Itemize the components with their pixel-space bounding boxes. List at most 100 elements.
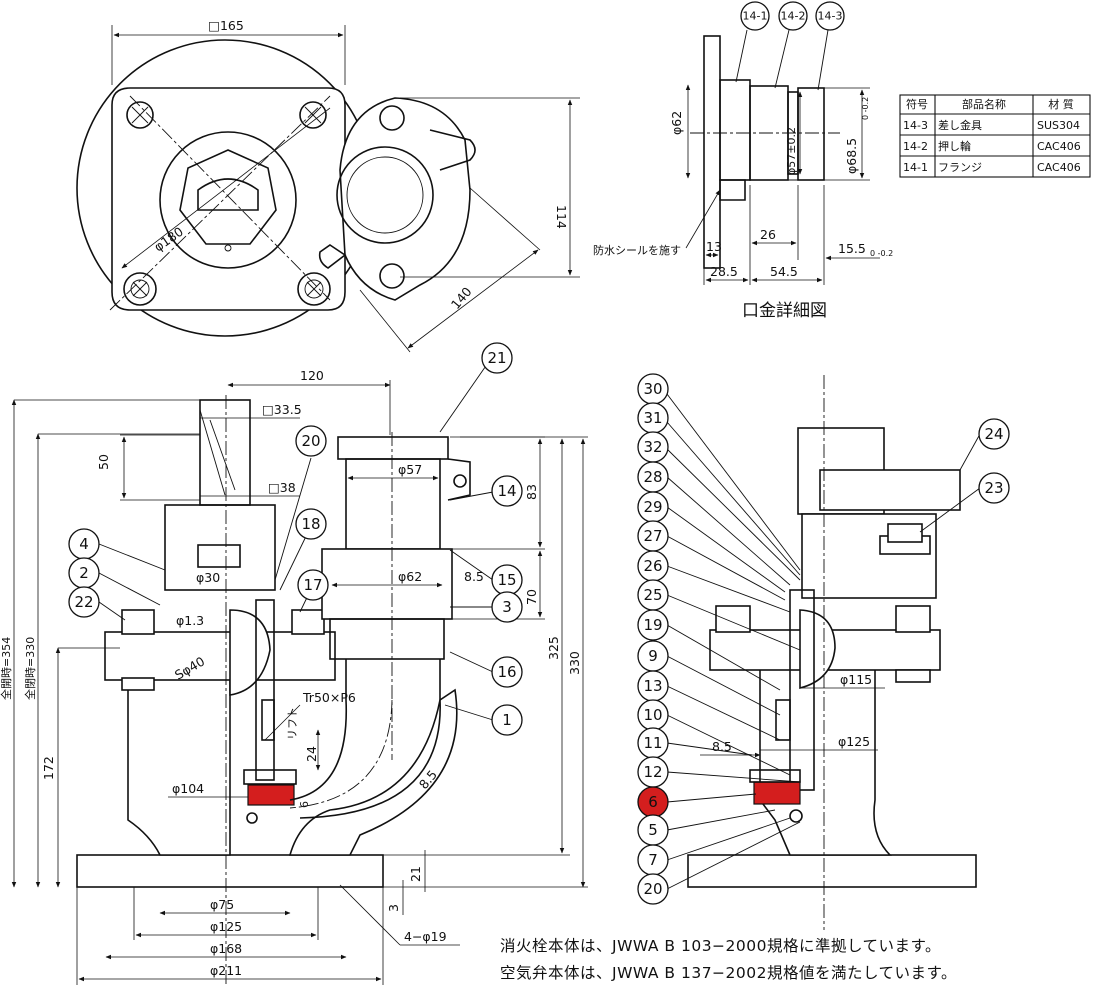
table-header: 部品名称 [962, 97, 1006, 111]
balloon-14-1: 14-1 [740, 1, 770, 31]
svg-text:28: 28 [643, 468, 662, 486]
top-plan-view: □165 φ180 114 140 [76, 18, 580, 353]
balloon-14-2: 14-2 [778, 1, 808, 31]
body-circle [159, 131, 297, 269]
balloon-21: 21 [481, 342, 513, 374]
dim-24: 24 [304, 746, 319, 762]
dim-50: 50 [96, 454, 111, 470]
dim-114: 114 [554, 205, 569, 229]
svg-text:19: 19 [643, 616, 662, 634]
dim-full-close: 全閉時=330 [23, 637, 37, 700]
balloon-31: 31 [637, 402, 669, 434]
holes-label: 4−φ19 [404, 929, 447, 944]
mouthpiece-detail-view: 14-1 14-2 14-3 φ62 φ57±0.2 φ68.5 0 -0.2 … [593, 1, 893, 321]
dim-172: 172 [41, 756, 56, 780]
svg-text:11: 11 [643, 734, 662, 752]
dim-83: 83 [524, 484, 539, 500]
section-view: 全開時=354 全閉時=330 172 120 □33.5 50 □38 φ30… [0, 342, 588, 985]
dim-13: 13 [706, 239, 722, 254]
seat-highlight [753, 781, 801, 805]
dim-325: 325 [546, 636, 561, 660]
dim-140: 140 [448, 284, 475, 312]
dim-54-5: 54.5 [770, 264, 798, 279]
balloon-22: 22 [68, 586, 100, 618]
dim-dia-211: φ211 [210, 963, 242, 978]
table-header: 符号 [906, 98, 928, 111]
svg-text:7: 7 [648, 851, 658, 869]
svg-text:21: 21 [487, 349, 506, 367]
balloon-19: 19 [637, 609, 669, 641]
balloon-24: 24 [978, 418, 1010, 450]
dim-26: 26 [760, 227, 776, 242]
balloon-30: 30 [637, 373, 669, 405]
balloon-2: 2 [68, 557, 100, 589]
svg-text:24: 24 [984, 425, 1003, 443]
svg-text:14: 14 [497, 482, 516, 500]
dim-38: □38 [268, 480, 296, 495]
float-ball [799, 609, 836, 690]
lift-label: リフト [286, 707, 299, 740]
balloon-3: 3 [491, 591, 523, 623]
svg-text:26: 26 [643, 557, 662, 575]
balloon-10: 10 [637, 699, 669, 731]
svg-text:0 -0.2: 0 -0.2 [861, 97, 870, 120]
balloon-5: 5 [637, 814, 669, 846]
dim-33-5: □33.5 [262, 402, 302, 417]
dim-70: 70 [524, 589, 539, 605]
balloon-13: 13 [637, 670, 669, 702]
base-flange [687, 854, 977, 888]
balloon-16: 16 [491, 656, 523, 688]
seal-note: 防水シールを施す [593, 243, 681, 257]
svg-text:15: 15 [497, 571, 516, 589]
nut-icon [291, 609, 325, 635]
dim-3: 3 [386, 904, 401, 912]
nut-icon [715, 605, 751, 633]
svg-text:17: 17 [303, 576, 322, 594]
nut-icon [121, 609, 155, 635]
dim-dia-68: φ68.5 [844, 138, 859, 174]
balloon-1: 1 [491, 704, 523, 736]
balloon-15: 15 [491, 564, 523, 596]
dim-full-open: 全開時=354 [0, 637, 13, 700]
svg-text:0 -0.2: 0 -0.2 [870, 249, 893, 258]
base-flange [76, 854, 384, 888]
dim-dia-57: φ57±0.2 [785, 127, 798, 175]
detail-flange [703, 35, 721, 269]
balloon-26: 26 [637, 550, 669, 582]
dim-square-165: □165 [208, 18, 244, 33]
svg-text:4: 4 [79, 535, 89, 553]
note-hydrant-standard: 消火栓本体は、JWWA B 103−2000規格に準拠しています。 [500, 937, 941, 955]
square-flange [111, 87, 346, 311]
nut-icon [895, 605, 931, 633]
table-cell: 14-2 [903, 140, 928, 153]
balloon-9: 9 [637, 640, 669, 672]
parts-table: 符号 部品名称 材 質 14-3 差し金具 SUS304 14-2 押し輪 CA… [899, 94, 1091, 178]
svg-text:25: 25 [643, 586, 662, 604]
dim-330: 330 [567, 651, 582, 675]
note-air-valve-standard: 空気弁本体は、JWWA B 137−2002規格値を満たしています。 [500, 964, 957, 982]
balloon-20: 20 [637, 873, 669, 905]
balloon-17: 17 [297, 569, 329, 601]
svg-text:23: 23 [984, 479, 1003, 497]
svg-text:13: 13 [643, 677, 662, 695]
balloon-23: 23 [978, 472, 1010, 504]
svg-text:14-1: 14-1 [743, 10, 768, 23]
table-cell: CAC406 [1037, 140, 1081, 153]
svg-text:32: 32 [643, 438, 662, 456]
dim-dia-104: φ104 [172, 781, 204, 796]
notes: 消火栓本体は、JWWA B 103−2000規格に準拠しています。 空気弁本体は… [500, 937, 957, 982]
table-cell: 14-1 [903, 161, 928, 174]
svg-text:29: 29 [643, 498, 662, 516]
balloon-28: 28 [637, 461, 669, 493]
bolt-hole [126, 101, 154, 129]
balloon-6-highlighted: 6 [637, 786, 669, 818]
balloon-32: 32 [637, 431, 669, 463]
svg-text:31: 31 [643, 409, 662, 427]
right-section-view: φ115 8.5 φ125 30 31 32 28 29 27 26 25 19 [637, 373, 1010, 930]
dim-120: 120 [300, 368, 324, 383]
svg-text:16: 16 [497, 663, 516, 681]
table-cell: 差し金具 [938, 118, 982, 132]
dim-8-5: 8.5 [464, 569, 484, 584]
table-cell: SUS304 [1037, 119, 1080, 132]
dim-15-5: 15.5 [838, 241, 866, 256]
